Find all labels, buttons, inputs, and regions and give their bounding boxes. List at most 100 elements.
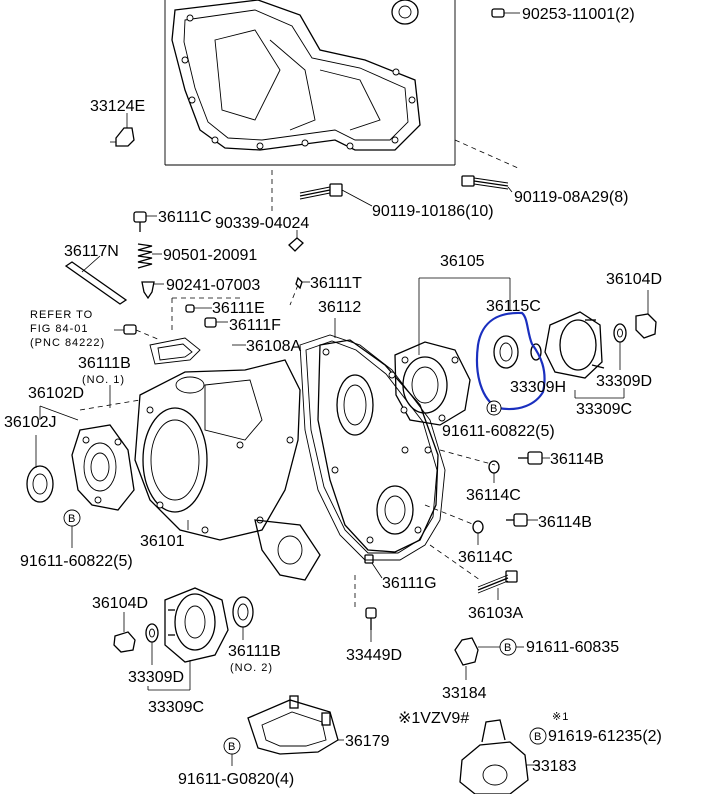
label-91611-G0820: 91611-G0820(4)	[178, 771, 294, 788]
label-36111F: 36111F	[229, 317, 281, 334]
leader-line	[39, 405, 79, 421]
bolt-90119-10186	[299, 183, 373, 207]
guide-line	[439, 449, 496, 466]
refer-note-line1: REFER TO	[30, 309, 93, 321]
label-90501-20091: 90501-20091	[163, 247, 257, 264]
label-36102J: 36102J	[4, 414, 57, 431]
label-33309D-right: 33309D	[596, 373, 652, 390]
bolt-36111F	[204, 317, 228, 328]
label-90253-11001: 90253-11001(2)	[522, 6, 635, 23]
label-36103A: 36103A	[468, 605, 523, 622]
label-33309C-right: 33309C	[576, 401, 632, 418]
oil-seal-36115C	[493, 335, 542, 369]
label-36105: 36105	[440, 253, 485, 270]
label-36112: 36112	[318, 299, 361, 316]
label-36104D-right: 36104D	[606, 271, 662, 288]
label-36117N: 36117N	[64, 243, 119, 260]
label-91611-60822-left: 91611-60822(5)	[20, 553, 133, 570]
rear-case-36105	[317, 339, 439, 553]
label-36114B-lower: 36114B	[538, 514, 592, 531]
washer-33309D-left	[145, 623, 159, 665]
guide-line	[429, 544, 481, 581]
label-36111C: 36111C	[158, 209, 212, 226]
companion-flange-rear	[544, 311, 625, 399]
label-91611-60835: 91611-60835	[526, 639, 619, 656]
pin-90339	[288, 230, 304, 252]
label-33184: 33184	[442, 685, 487, 702]
note-1vzv9: ※1VZV9#	[398, 710, 469, 727]
plug-33449D	[354, 575, 377, 642]
label-33449D: 33449D	[346, 647, 402, 664]
label-36111E: 36111E	[212, 300, 265, 317]
b-marker: B	[490, 403, 498, 415]
bolt-36103A	[477, 570, 518, 600]
bolt-91611-G0820: B	[223, 737, 241, 766]
ball-90241	[141, 281, 164, 300]
bolt-91611-60822-left: B	[63, 509, 81, 548]
label-36114B-upper: 36114B	[550, 451, 604, 468]
guide-line	[424, 504, 476, 526]
washer-33309D-right	[613, 323, 627, 370]
extension-housing-36102D	[71, 424, 135, 511]
oil-seal-36102J	[26, 435, 54, 503]
refer-plug	[114, 324, 161, 341]
spring-90501	[137, 243, 162, 269]
nut-36104D-right	[635, 290, 657, 339]
b-marker: B	[68, 513, 76, 525]
pin-36111T	[289, 276, 310, 306]
gasket-36112	[299, 318, 446, 561]
label-no1: (NO. 1)	[82, 374, 125, 386]
label-36102D: 36102D	[28, 385, 84, 402]
label-90119-08A29: 90119-08A29(8)	[514, 189, 628, 206]
refer-note-line3: (PNC 84222)	[30, 337, 105, 349]
label-91619-61235: 91619-61235(2)	[548, 728, 662, 745]
label-36115C: 36115C	[486, 298, 541, 315]
label-33124E: 33124E	[90, 98, 145, 115]
label-90339-04024: 90339-04024	[215, 215, 309, 232]
transfer-case-front-36101	[134, 359, 321, 581]
bolt-36114B-upper	[518, 451, 550, 465]
label-no2: (NO. 2)	[230, 662, 273, 674]
label-36114C-upper: 36114C	[466, 487, 521, 504]
label-36111B-2: 36111B	[228, 643, 281, 660]
label-36104D-left: 36104D	[92, 595, 148, 612]
b-marker: B	[504, 642, 512, 654]
bolt-91611-60822-right: B	[486, 400, 502, 416]
washer-36114C-upper	[488, 460, 500, 483]
label-36111T: 36111T	[310, 275, 362, 292]
label-36111G: 36111G	[382, 575, 437, 592]
oil-seal-36111B-no2	[232, 596, 254, 640]
label-36108A: 36108A	[246, 338, 301, 355]
bolt-90119-08A29	[461, 175, 513, 193]
label-33309D-left: 33309D	[128, 669, 184, 686]
companion-flange-front	[164, 587, 229, 663]
label-33183: 33183	[532, 758, 577, 775]
note-1: ※1	[552, 711, 569, 723]
label-36101: 36101	[140, 533, 185, 550]
label-91611-60822-right: 91611-60822(5)	[442, 423, 555, 440]
bearing-retainer-36105	[394, 277, 511, 426]
mount-33183	[459, 719, 540, 794]
refer-note-line2: FIG 84-01	[30, 323, 89, 335]
breather-33124E	[110, 113, 135, 147]
bolt-36111C	[133, 211, 157, 232]
shift-rod-36117N	[64, 255, 128, 305]
label-33309H: 33309H	[510, 379, 566, 396]
gasket-36108A	[149, 337, 246, 365]
bracket-33309C-left	[147, 660, 191, 691]
label-36111B-1: 36111B	[78, 355, 131, 372]
cover-33184: B	[454, 637, 524, 680]
b-marker: B	[534, 731, 542, 743]
washer-36114C-lower	[472, 520, 484, 545]
label-36179: 36179	[345, 733, 390, 750]
guide-line	[79, 399, 141, 411]
b-marker: B	[228, 741, 236, 753]
label-90119-10186: 90119-10186(10)	[372, 203, 494, 220]
highlight-circle	[475, 311, 546, 411]
plug-90253	[491, 8, 520, 18]
guide-line	[454, 139, 519, 169]
nut-36104D-left	[113, 612, 136, 653]
bolt-36111G	[364, 554, 383, 579]
bolt-36114B-lower	[506, 513, 538, 527]
